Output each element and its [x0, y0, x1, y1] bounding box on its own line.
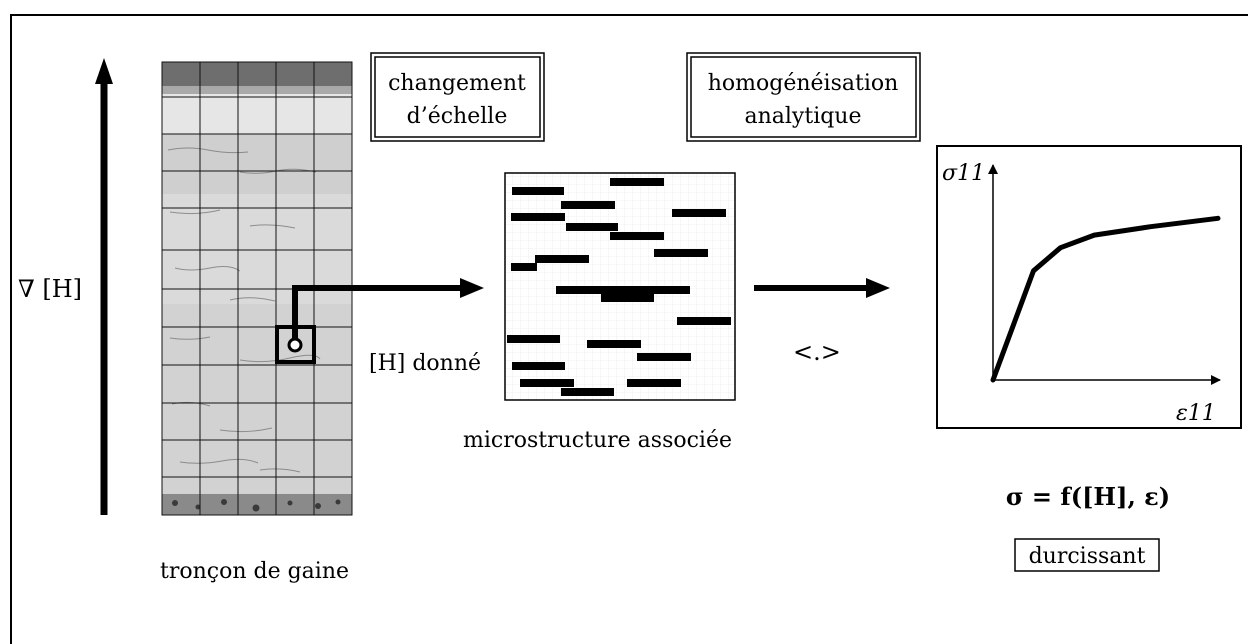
constitutive-law-formula: σ = f([H], ε) [1006, 482, 1170, 511]
scale-change-arrow [292, 278, 484, 339]
x-axis-label: ε11 [1176, 401, 1216, 426]
specimen-caption: tronçon de gaine [160, 559, 349, 584]
gradient-label: ∇ [H] [18, 275, 82, 303]
microstructure-caption: microstructure associée [463, 428, 732, 453]
cladding-specimen-image [161, 61, 353, 516]
figure-frame [10, 14, 1248, 644]
hardening-curve [990, 215, 1221, 383]
homogenization-line2: analytique [744, 104, 861, 129]
homogenization-box: homogénéisation analytique [686, 52, 921, 142]
hydride-platelets [507, 178, 731, 396]
material-point-icon [287, 337, 303, 353]
stress-strain-chart: σ11 ε11 [936, 145, 1242, 429]
scale-change-line2: d’échelle [407, 104, 508, 129]
given-hydrogen-label: [H] donné [369, 351, 481, 376]
hardening-box: durcissant [1014, 538, 1160, 572]
homogenization-line1: homogénéisation [708, 71, 899, 96]
averaging-operator: <.> [793, 338, 841, 366]
microstructure-box [504, 172, 736, 401]
scale-change-line1: changement [388, 71, 526, 96]
diagram-canvas: ∇ [H] [18, 52, 1242, 584]
hydrogen-gradient-arrow [95, 58, 113, 515]
y-axis-label: σ11 [942, 161, 985, 186]
scale-change-box: changement d’échelle [370, 52, 545, 142]
hardening-label: durcissant [1029, 544, 1146, 569]
homogenization-arrow [754, 278, 890, 298]
